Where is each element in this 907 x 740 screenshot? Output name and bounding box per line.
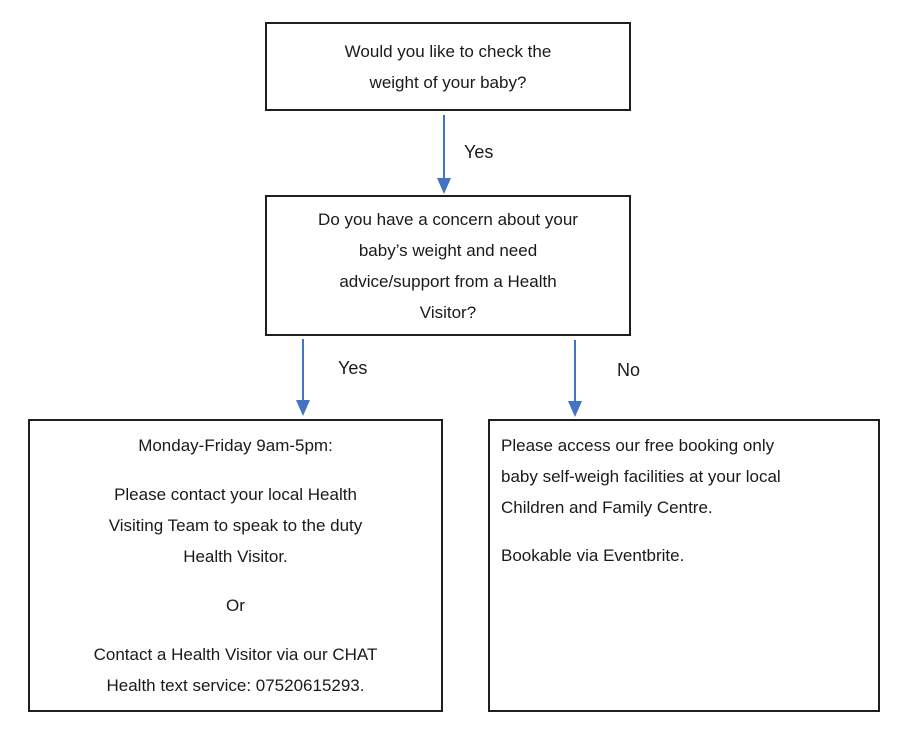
outcome-yes-paragraph-or: Or (226, 596, 245, 615)
edge-label-no-right: No (617, 360, 641, 380)
arrow-q2-to-outcome-no-icon (568, 340, 582, 417)
edge-label-yes-left: Yes (338, 358, 368, 378)
node-outcome-self-weigh: Please access our free booking only baby… (488, 419, 880, 712)
edge-label-yes-top: Yes (464, 142, 494, 162)
outcome-no-paragraph-bookable: Bookable via Eventbrite. (501, 546, 685, 565)
outcome-yes-paragraph-chat-health: Contact a Health Visitor via our CHAT He… (93, 645, 378, 695)
node-outcome-contact-health-visitor: Monday-Friday 9am-5pm: Please contact yo… (28, 419, 443, 712)
arrow-q1-to-q2-icon (437, 115, 451, 194)
node-question-concern-weight: Do you have a concern about your baby’s … (265, 195, 631, 336)
outcome-no-paragraph-self-weigh: Please access our free booking only baby… (501, 436, 781, 517)
node-question-check-weight: Would you like to check the weight of yo… (265, 22, 631, 111)
node-question-check-weight-text: Would you like to check the weight of yo… (344, 41, 552, 92)
outcome-yes-paragraph-hours: Monday-Friday 9am-5pm: (138, 436, 333, 455)
outcome-yes-paragraph-contact-team: Please contact your local Health Visitin… (108, 485, 363, 566)
arrow-q2-to-outcome-yes-icon (296, 339, 310, 416)
node-question-concern-weight-text: Do you have a concern about your baby’s … (318, 209, 578, 322)
